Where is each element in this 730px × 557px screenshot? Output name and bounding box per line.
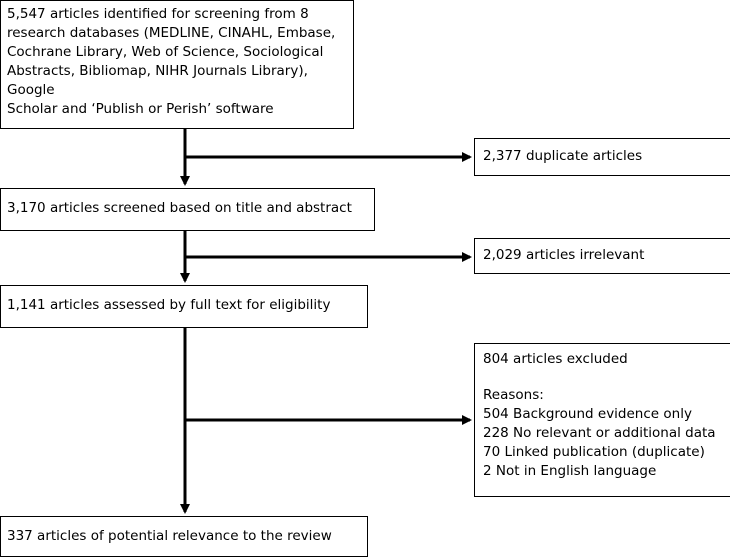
- assessed-text: 1,141 articles assessed by full text for…: [7, 297, 331, 313]
- duplicates-box: 2,377 duplicate articles: [474, 138, 730, 176]
- identified-text: 5,547 articles identified for screening …: [7, 6, 336, 117]
- excluded-title: 804 articles excluded: [483, 351, 628, 367]
- reason-item: 228 No relevant or additional data: [483, 425, 716, 441]
- reason-item: 504 Background evidence only: [483, 406, 692, 422]
- duplicates-text: 2,377 duplicate articles: [483, 148, 643, 164]
- irrelevant-text: 2,029 articles irrelevant: [483, 247, 645, 263]
- irrelevant-box: 2,029 articles irrelevant: [474, 238, 730, 274]
- identified-box: 5,547 articles identified for screening …: [0, 0, 354, 129]
- reason-item: 2 Not in English language: [483, 463, 657, 479]
- included-text: 337 articles of potential relevance to t…: [7, 528, 332, 544]
- excluded-box: 804 articles excluded Reasons: 504 Backg…: [474, 343, 730, 497]
- screened-box: 3,170 articles screened based on title a…: [0, 188, 375, 231]
- included-box: 337 articles of potential relevance to t…: [0, 516, 368, 557]
- reasons-label: Reasons:: [483, 387, 544, 403]
- reason-item: 70 Linked publication (duplicate): [483, 444, 705, 460]
- screened-text: 3,170 articles screened based on title a…: [7, 200, 352, 216]
- assessed-box: 1,141 articles assessed by full text for…: [0, 285, 368, 328]
